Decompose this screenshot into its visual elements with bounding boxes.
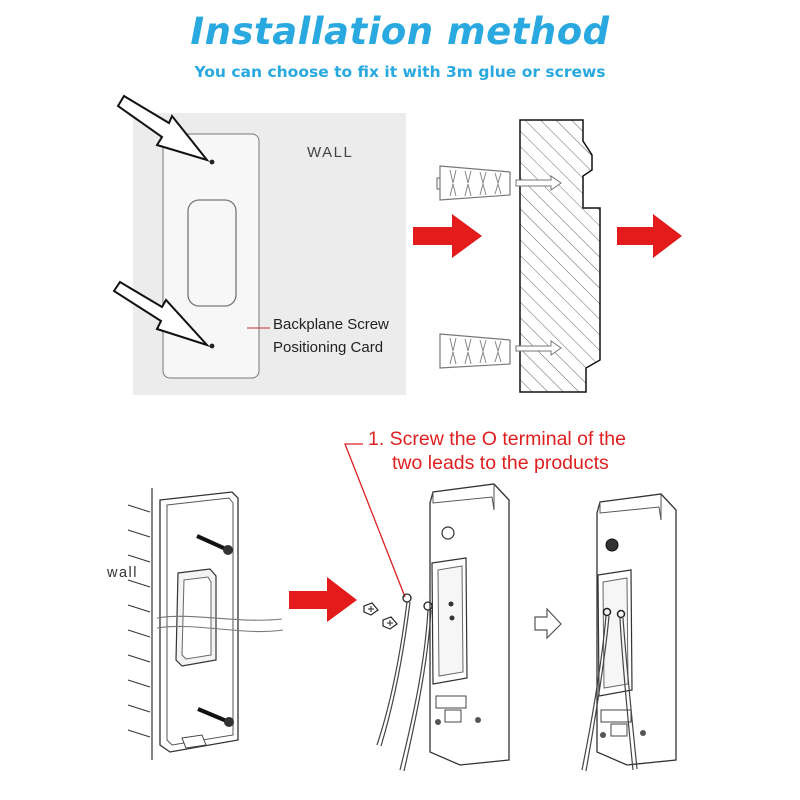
red-arrow-right-3 xyxy=(289,577,357,622)
doorbell-device-back xyxy=(429,483,510,766)
step-instruction-line2: two leads to the products xyxy=(392,452,609,474)
page-title: Installation method xyxy=(190,10,610,53)
bracket-screw-top xyxy=(196,534,233,555)
outline-arrow-right xyxy=(534,607,562,640)
screw-hole-bottom xyxy=(209,343,215,349)
card-label-line1: Backplane Screw xyxy=(273,316,389,333)
step-instruction-line1: 1. Screw the O terminal of the xyxy=(368,428,626,450)
red-arrow-right-2 xyxy=(617,214,682,258)
wall-anchor-bottom xyxy=(439,333,562,369)
loose-screws xyxy=(363,602,398,630)
wall-cross-section xyxy=(519,119,601,393)
mounting-bracket xyxy=(159,491,239,753)
lead-wires-loose xyxy=(376,593,433,772)
positioning-card xyxy=(162,133,270,379)
bracket-screw-bottom xyxy=(197,707,234,727)
pointer-arrow-bottom xyxy=(112,280,211,348)
wall-anchor-top xyxy=(436,165,562,201)
red-arrow-right xyxy=(413,214,482,258)
page-subtitle: You can choose to fix it with 3m glue or… xyxy=(194,63,606,81)
lead-wires-connected xyxy=(581,615,638,772)
wall-label-bottom: wall xyxy=(107,565,138,581)
wall-edge xyxy=(127,488,153,760)
wires-through-bracket xyxy=(156,615,284,633)
wall-label: WALL xyxy=(307,144,354,161)
screw-hole-top xyxy=(209,159,215,165)
leader-line xyxy=(344,443,406,598)
card-label-line2: Positioning Card xyxy=(273,339,384,356)
doorbell-device-connected xyxy=(596,493,677,766)
pointer-arrow-top xyxy=(116,94,210,162)
